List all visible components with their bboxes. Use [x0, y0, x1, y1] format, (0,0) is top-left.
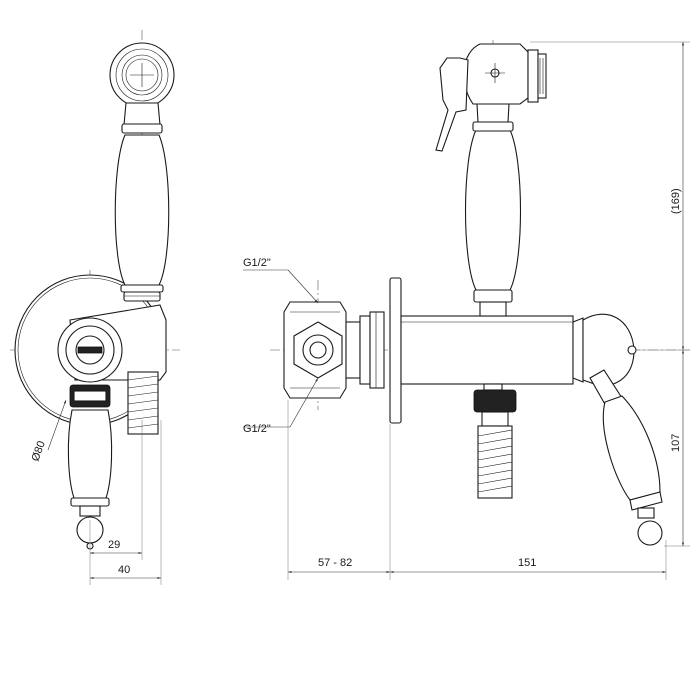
side-view: G1/2" G1/2" 57 - 82 151 (169) [243, 40, 690, 580]
side-height-dimensions: (169) 107 [530, 41, 690, 547]
shower-head-front [109, 42, 175, 126]
handshower-side [435, 43, 547, 317]
thread-label-bottom: G1/2" [243, 377, 319, 435]
front-view: Ø80 29 40 [10, 30, 180, 585]
nut-side [345, 311, 385, 389]
rosette-diameter-label: Ø80 [30, 439, 48, 463]
dim-107-label: 107 [670, 434, 682, 452]
dim-57-82-label: 57 - 82 [318, 557, 352, 569]
handshower-handle-front [114, 123, 170, 302]
connection-body-side [283, 301, 347, 399]
lever-handle-side [582, 313, 663, 546]
main-body-side [400, 315, 584, 385]
valve-body-front [57, 304, 167, 383]
dim-169-label: (169) [670, 188, 682, 214]
dim-40-label: 40 [118, 564, 130, 576]
thread-label-top: G1/2" [243, 257, 319, 304]
thread-top-label: G1/2" [243, 257, 271, 269]
hose-front [127, 371, 159, 435]
side-width-dimensions: 57 - 82 151 [287, 400, 667, 580]
hose-outlet-side [473, 383, 517, 499]
wall-plate-side [389, 277, 402, 424]
front-width-dimensions: 29 40 [89, 420, 162, 585]
thread-bottom-label: G1/2" [243, 423, 271, 435]
dim-29-label: 29 [108, 539, 120, 551]
dim-151-label: 151 [518, 557, 536, 569]
